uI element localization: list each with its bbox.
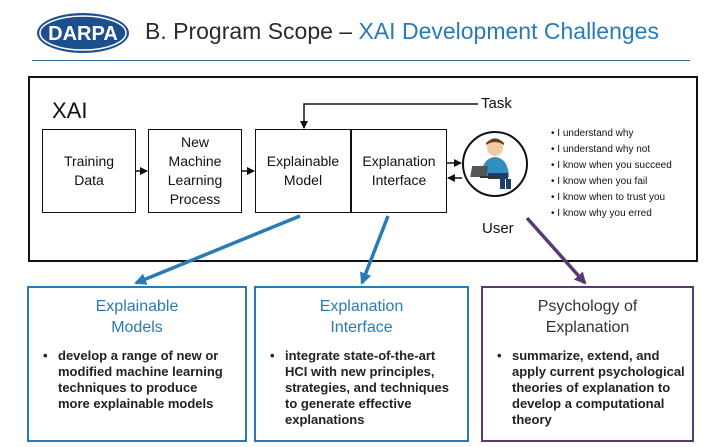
xai-label: XAI xyxy=(52,98,88,123)
bullet-dot: • xyxy=(270,348,275,363)
panel-body: • summarize, extend, and apply current ps… xyxy=(497,348,687,428)
process-line-2: Machine xyxy=(168,153,222,169)
training-line-1: Training xyxy=(63,153,115,169)
title-accent: XAI Development Challenges xyxy=(358,18,659,44)
user-statement: I understand why xyxy=(551,126,672,142)
title-divider xyxy=(32,60,690,61)
user-statement: I know when you fail xyxy=(551,174,672,190)
panel-title-line-1: Psychology of xyxy=(537,298,638,315)
svg-text:DARPA: DARPA xyxy=(48,23,118,45)
panel-body-text: integrate state-of-the-art HCI with new … xyxy=(285,348,449,427)
panel-body-text: summarize, extend, and apply current psy… xyxy=(512,348,685,427)
panel-body: • integrate state-of-the-art HCI with new… xyxy=(270,348,455,428)
panel-title-line-2: Models xyxy=(111,319,163,336)
interface-line-1: Explanation xyxy=(362,153,436,169)
user-statements-list: I understand why I understand why not I … xyxy=(551,126,672,222)
user-statement: I know when to trust you xyxy=(551,190,672,206)
xai-frame xyxy=(28,76,698,262)
bullet-dot: • xyxy=(497,348,502,363)
interface-line-2: Interface xyxy=(371,172,427,188)
user-label: User xyxy=(482,220,514,237)
panel-title-line-1: Explanation xyxy=(319,298,404,315)
arrow-user-to-psychology-panel xyxy=(525,216,587,285)
panel-body: • develop a range of new or modified mach… xyxy=(43,348,228,412)
arrow-interface-to-interface-panel xyxy=(360,215,390,285)
panel-title-line-2: Interface xyxy=(330,319,393,336)
psychology-of-explanation-panel: Psychology of Explanation • summarize, ext… xyxy=(481,286,694,442)
bullet-dot: • xyxy=(43,348,48,363)
arrow-model-to-models-panel xyxy=(134,214,301,285)
user-statement: I understand why not xyxy=(551,142,672,158)
user-statement: I know why you erred xyxy=(551,206,672,222)
panel-title: Psychology of Explanation xyxy=(483,296,692,338)
training-line-2: Data xyxy=(74,172,104,188)
process-line-3: Learning xyxy=(167,172,223,188)
slide-title: B. Program Scope – XAI Development Chall… xyxy=(145,18,659,45)
darpa-logo: DARPA xyxy=(37,13,129,53)
panel-body-text: develop a range of new or modified machi… xyxy=(58,348,223,411)
user-statement: I know when you succeed xyxy=(551,158,672,174)
model-line-1: Explainable xyxy=(266,153,340,169)
process-line-1: New xyxy=(180,134,209,150)
user-at-laptop-icon xyxy=(462,131,528,197)
arrow-task-to-model xyxy=(300,103,478,129)
task-label: Task xyxy=(481,95,512,112)
panel-title-line-2: Explanation xyxy=(545,319,630,336)
process-line-4: Process xyxy=(169,191,221,207)
panel-title-line-1: Explainable xyxy=(95,298,179,315)
model-line-2: Model xyxy=(283,172,323,188)
title-prefix: B. Program Scope – xyxy=(145,18,359,44)
